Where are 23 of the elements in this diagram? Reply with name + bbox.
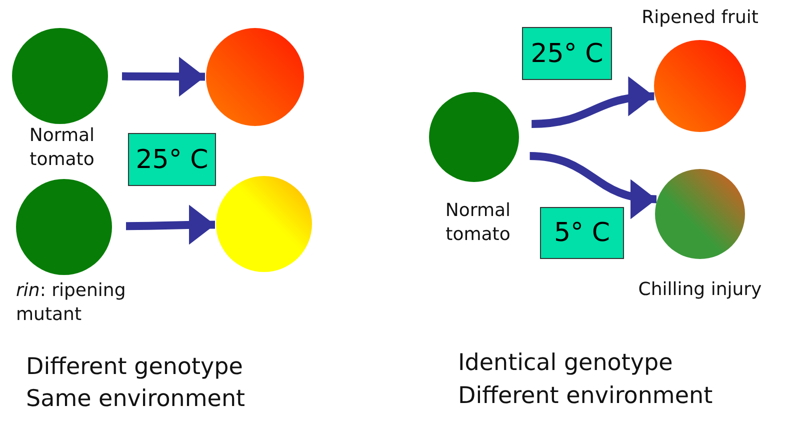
tomato-circle <box>16 179 112 275</box>
tomato-circle <box>12 28 108 124</box>
node-caption: Normal tomato <box>444 199 512 247</box>
panel-caption: Identical genotype <box>458 350 673 376</box>
tomato-circle <box>429 92 519 182</box>
panel-caption: Different genotype <box>26 354 243 380</box>
arrow <box>122 56 205 97</box>
tomato-circle <box>206 28 304 126</box>
panel-caption: Same environment <box>26 386 246 412</box>
tomato-circle <box>655 169 745 259</box>
node-caption: Normal tomato <box>28 124 96 172</box>
arrow <box>126 204 216 245</box>
node-caption: Ripened fruit <box>640 6 760 30</box>
tomato-circle <box>216 176 312 272</box>
temperature-box: 25° C <box>522 27 612 80</box>
arrow <box>530 152 657 218</box>
temperature-box: 25° C <box>128 133 216 186</box>
panel-caption: Different environment <box>458 383 713 409</box>
tomato-circle <box>654 40 746 132</box>
node-caption: Chilling injury <box>637 278 763 302</box>
arrow <box>531 77 654 128</box>
node-caption: rin: ripening mutant <box>16 279 127 327</box>
temperature-box: 5° C <box>540 207 624 259</box>
